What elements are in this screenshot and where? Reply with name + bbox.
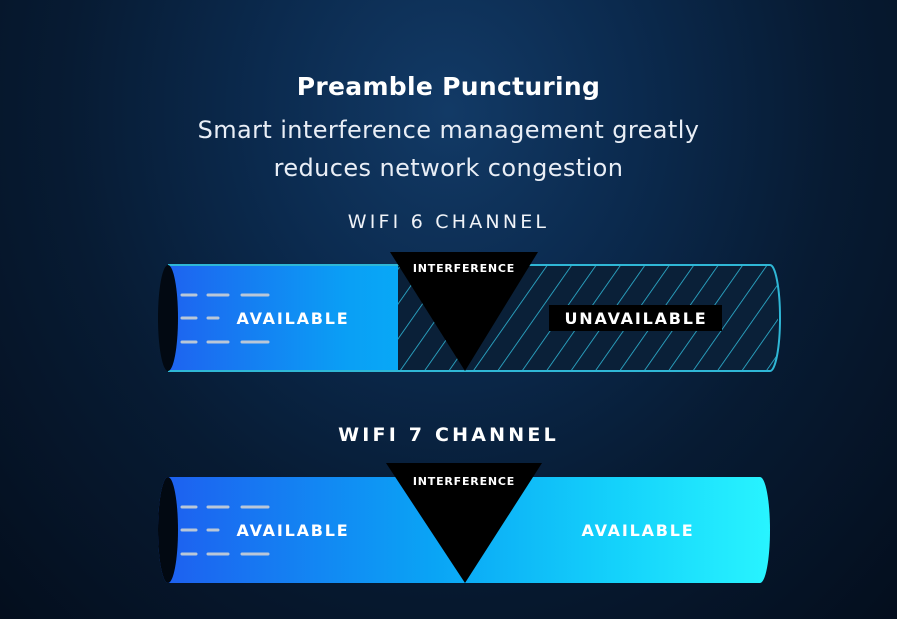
diagram-subtitle-line-2: reduces network congestion <box>273 154 624 182</box>
wifi6-channel-label: WIFI 6 CHANNEL <box>347 211 550 233</box>
wifi7-pipe: INTERFERENCE AVAILABLE AVAILABLE <box>102 463 770 583</box>
wifi6-available-label: AVAILABLE <box>236 309 349 328</box>
wifi7-interference-triangle <box>386 463 542 583</box>
wifi6-speed-streaks <box>102 293 162 344</box>
diagram-title: Preamble Puncturing <box>296 72 601 101</box>
wifi7-interference-label: INTERFERENCE <box>413 475 515 488</box>
wifi6-available-segment <box>168 265 465 371</box>
wifi7-pipe-opening <box>158 477 178 583</box>
wifi6-dash-lines <box>180 293 270 344</box>
wifi7-channel-label: WIFI 7 CHANNEL <box>338 424 559 446</box>
wifi6-unavailable-label: UNAVAILABLE <box>564 309 707 328</box>
wifi6-pipe: INTERFERENCE AVAILABLE UNAVAILABLE <box>102 252 781 372</box>
wifi7-speed-streaks <box>102 505 162 556</box>
wifi6-pipe-opening <box>158 265 178 371</box>
wifi7-left-available-label: AVAILABLE <box>236 521 349 540</box>
diagram-subtitle-line-1: Smart interference management greatly <box>197 116 700 144</box>
wifi7-dash-lines <box>180 505 270 556</box>
wifi6-interference-label: INTERFERENCE <box>413 262 515 275</box>
wifi6-unavailable-badge <box>549 305 722 331</box>
wifi6-interference-triangle <box>390 252 538 371</box>
wifi7-right-available-label: AVAILABLE <box>581 521 694 540</box>
